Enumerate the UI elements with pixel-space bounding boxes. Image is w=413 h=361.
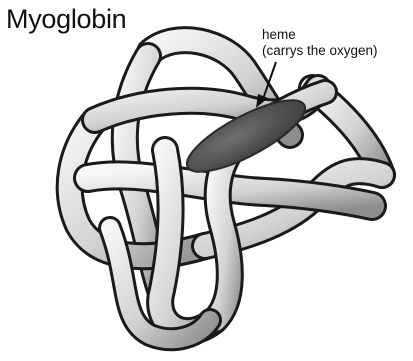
- diagram-title: Myoglobin: [6, 4, 126, 35]
- heme-annotation: heme (carrys the oxygen): [262, 27, 378, 59]
- annotation-line-1: heme: [262, 27, 378, 43]
- annotation-line-2: (carrys the oxygen): [262, 43, 378, 59]
- protein-chain: [70, 40, 382, 339]
